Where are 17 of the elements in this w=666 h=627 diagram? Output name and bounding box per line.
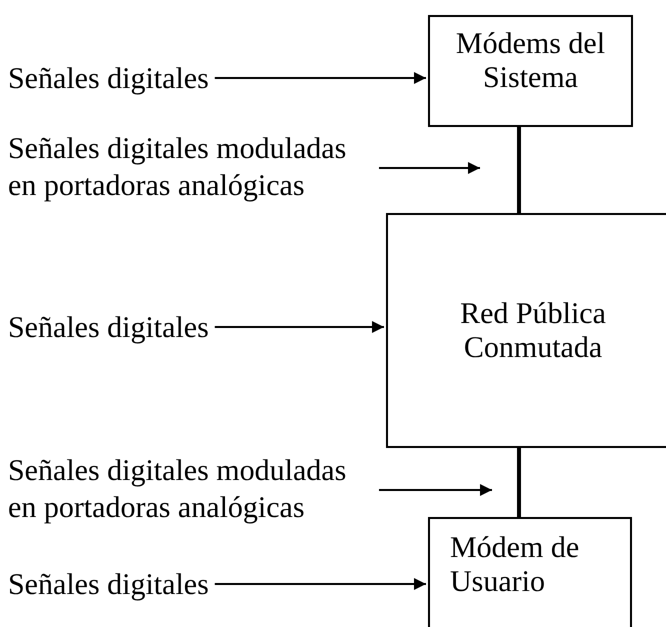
arrow <box>379 162 480 174</box>
box-label: Red Pública Conmutada <box>459 296 607 364</box>
connector-line <box>379 484 492 496</box>
signal-label: Señales digitales <box>8 60 209 97</box>
connector-line <box>214 321 384 333</box>
box-label: Módems del Sistema <box>454 27 606 95</box>
connector-line <box>517 127 521 213</box>
box-label: Módem de Usuario <box>450 531 580 599</box>
signal-label: Señales digitales <box>8 309 209 346</box>
process-box <box>386 213 666 448</box>
process-box <box>428 15 633 127</box>
signal-label: Señales digitales <box>8 566 209 603</box>
connector-line <box>214 578 426 590</box>
connector-line <box>214 72 426 84</box>
signal-label: Señales digitales moduladas en portadoras analógicas <box>8 130 373 204</box>
signal-label: Señales digitales moduladas en portadoras analógicas <box>8 452 373 526</box>
connector-line <box>517 448 521 517</box>
